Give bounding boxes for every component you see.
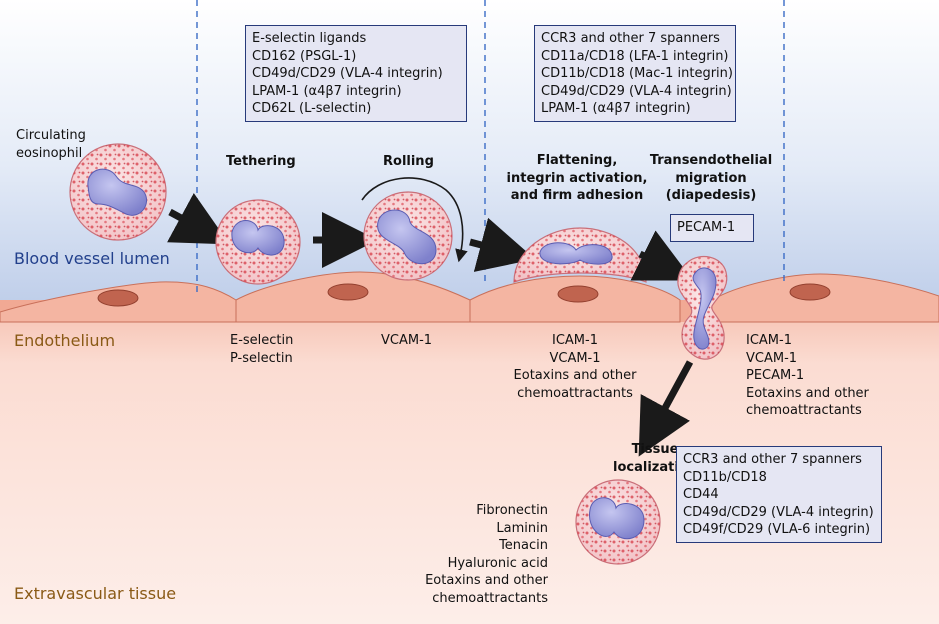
ligand-box-migration: PECAM-1 [670,214,754,242]
zone-label-endothelium: Endothelium [14,331,116,350]
receptors-tissue: Fibronectin Laminin Tenacin Hyaluronic a… [425,503,548,606]
receptors-tethering: E-selectin P-selectin [230,333,294,366]
eosinophil-diapedesis [677,255,728,360]
receptors-adhesion: ICAM-1 VCAM-1 Eotaxins and other chemoat… [513,333,637,401]
rolling-arrow [361,177,468,263]
eosinophil-adhesion [513,227,647,283]
stage-tissue: Tissue localization [613,442,697,475]
ligand-box-tethering: E-selectin ligands CD162 (PSGL-1) CD49d/… [245,25,467,122]
endothelium-layer [0,271,939,323]
stage-tethering: Tethering [226,154,296,169]
zone-label-lumen: Blood vessel lumen [14,249,170,268]
stage-dividers [196,0,785,295]
arrow-4 [630,230,694,281]
receptors-migration: ICAM-1 VCAM-1 PECAM-1 Eotaxins and other… [746,333,869,419]
ligand-box-adhesion: CCR3 and other 7 spanners CD11a/CD18 (LF… [534,25,736,122]
stage-adhesion: Flattening, integrin activation, and fir… [506,153,648,204]
stage-circulating: Circulating eosinophil [16,128,86,161]
stage-rolling: Rolling [383,154,434,169]
arrow-1 [167,193,230,245]
eosinophil-tethering [215,199,301,285]
arrow-3 [469,217,536,272]
stage-migration: Transendothelial migration (diapedesis) [649,153,773,204]
ligand-box-tissue: CCR3 and other 7 spanners CD11b/CD18 CD4… [676,446,882,543]
lumen-region [0,0,939,300]
receptors-rolling: VCAM-1 [381,333,433,348]
eosinophil-circulating [69,143,167,241]
eosinophil-rolling [361,177,468,281]
eosinophil-tissue [575,479,661,565]
zone-label-tissue: Extravascular tissue [14,584,177,603]
arrow-5 [638,360,694,457]
